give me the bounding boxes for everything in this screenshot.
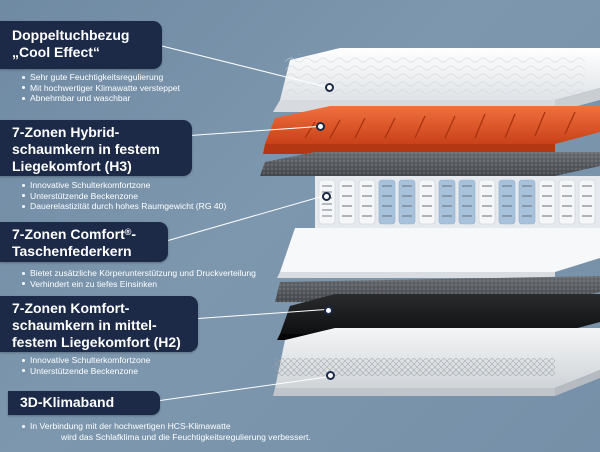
base-cover-layer [273, 328, 600, 396]
connector-dot-springs [322, 192, 331, 201]
list-item: Dauerelastizität durch hohes Raumgewicht… [22, 201, 226, 212]
list-item: Bietet zusätzliche Körperunterstützung u… [22, 268, 256, 279]
panel-komfort-title-line-2: schaumkern in mittel- [12, 317, 157, 333]
connector-dot-band [326, 371, 335, 380]
connector-dot-komfort [324, 306, 333, 315]
list-item: Abnehmbar und waschbar [22, 93, 180, 104]
list-item: Mit hochwertiger Klimawatte versteppet [22, 83, 180, 94]
bullets-pocket-springs: Bietet zusätzliche Körperunterstützung u… [22, 268, 256, 289]
panel-komfort-title-line-1: 7-Zonen Komfort- [12, 300, 130, 316]
list-item: wird das Schlafklima und die Feuchtigkei… [61, 431, 311, 442]
bullets-hybrid-foam: Innovative Schulterkomfortzone Unterstüt… [22, 180, 226, 212]
felt-layer-top [260, 152, 600, 176]
cover-layer [273, 48, 600, 112]
list-item: Verhindert ein zu tiefes Einsinken [22, 279, 256, 290]
connector-dot-cover [325, 83, 334, 92]
registered-mark: ® [124, 227, 132, 237]
panel-3d-band: 3D-Klimaband [8, 391, 160, 415]
bullets-komfort-foam: Innovative Schulterkomfortzone Unterstüt… [22, 355, 150, 376]
panel-hybrid-title-line-3: Liegekomfort (H3) [12, 158, 132, 174]
list-item: Innovative Schulterkomfortzone [22, 180, 226, 191]
list-item: Unterstützende Beckenzone [22, 191, 226, 202]
panel-hybrid-title-line-1: 7-Zonen Hybrid- [12, 124, 120, 140]
panel-cover-title-line-2: „Cool Effect“ [12, 44, 100, 60]
panel-springs-title-line-2: Taschenfederkern [12, 243, 132, 259]
white-foam-layer [277, 228, 600, 278]
list-item: Sehr gute Feuchtigkeitsregulierung [22, 72, 180, 83]
pocket-spring-layer [315, 176, 600, 228]
bullets-cover: Sehr gute Feuchtigkeitsregulierung Mit h… [22, 72, 180, 104]
list-item: Unterstützende Beckenzone [22, 366, 150, 377]
panel-cover: Doppeltuchbezug „Cool Effect“ [0, 21, 162, 69]
panel-hybrid-title-line-2: schaumkern in festem [12, 141, 160, 157]
panel-springs-title-line-1: 7-Zonen Comfort®- [12, 226, 137, 242]
panel-band-title: 3D-Klimaband [20, 394, 115, 410]
list-item: In Verbindung mit der hochwertigen HCS-K… [22, 421, 311, 432]
panel-komfort-foam: 7-Zonen Komfort- schaumkern in mittel- f… [0, 296, 198, 352]
bullets-3d-band: In Verbindung mit der hochwertigen HCS-K… [22, 421, 311, 442]
panel-hybrid-foam: 7-Zonen Hybrid- schaumkern in festem Lie… [0, 120, 192, 176]
connector-dot-hybrid [316, 122, 325, 131]
list-item: Innovative Schulterkomfortzone [22, 355, 150, 366]
mattress-layers-illustration [260, 48, 600, 396]
panel-komfort-title-line-3: festem Liegekomfort (H2) [12, 334, 181, 350]
panel-cover-title-line-1: Doppeltuchbezug [12, 27, 130, 43]
hybrid-foam-layer [263, 106, 600, 154]
panel-pocket-springs: 7-Zonen Comfort®- Taschenfederkern [0, 222, 168, 262]
